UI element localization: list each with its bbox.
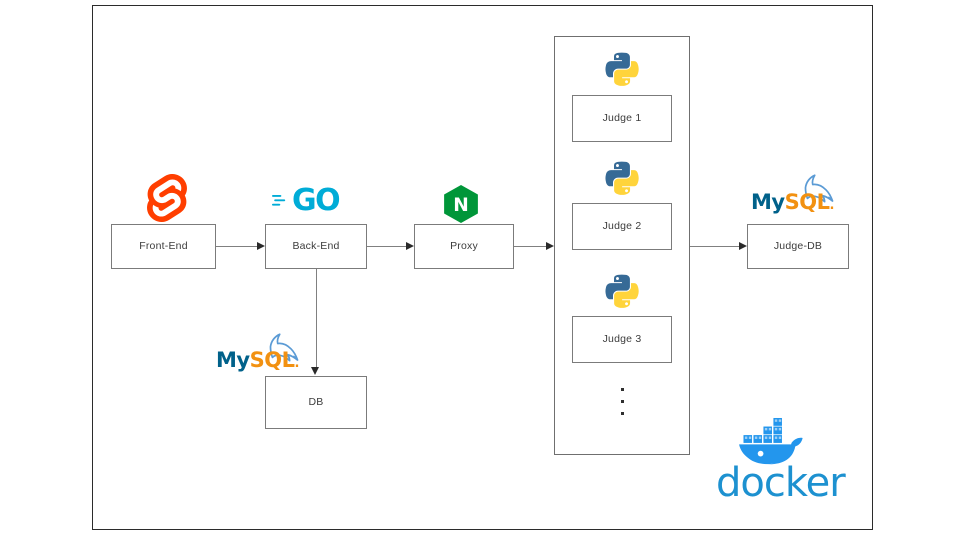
edge-backend-db-line (316, 269, 317, 367)
mysql-dolphin-icon (269, 333, 299, 362)
node-judge-1-label: Judge 1 (602, 112, 642, 125)
node-judge-3-label: Judge 3 (602, 333, 642, 346)
edge-judges-judgedb-arrowhead (739, 242, 747, 250)
mysql-dot-text: . (294, 356, 299, 371)
edge-frontend-backend-line (216, 246, 257, 247)
mysql-logo: MySQL. (751, 192, 834, 213)
edge-backend-proxy-line (367, 246, 406, 247)
nginx-logo: N (444, 185, 478, 223)
mysql-sql-text: SQL (784, 190, 830, 214)
mysql-sql-text: SQL (249, 348, 295, 372)
node-judge-1[interactable]: Judge 1 (572, 95, 672, 142)
svg-text:N: N (453, 195, 469, 216)
mysql-logo: MySQL. (216, 350, 299, 371)
node-db-label: DB (308, 396, 324, 409)
edge-backend-proxy-arrowhead (406, 242, 414, 250)
judge-ellipsis-icon (604, 388, 640, 415)
docker-logo: docker (716, 460, 846, 506)
node-proxy-label: Proxy (450, 240, 478, 253)
go-logo: GO (292, 183, 341, 218)
edge-judges-judgedb-line (690, 246, 739, 247)
node-proxy[interactable]: Proxy (414, 224, 514, 269)
node-db[interactable]: DB (265, 376, 367, 429)
mysql-my-text: My (216, 348, 250, 372)
node-judge-2-label: Judge 2 (602, 220, 642, 233)
edge-proxy-judges-line (514, 246, 546, 247)
node-back-end[interactable]: Back-End (265, 224, 367, 269)
edge-proxy-judges-arrowhead (546, 242, 554, 250)
node-front-end[interactable]: Front-End (111, 224, 216, 269)
node-judge-db-label: Judge-DB (773, 240, 823, 253)
python-logo (605, 274, 639, 308)
mysql-dot-text: . (829, 198, 834, 213)
svelte-logo (147, 174, 187, 222)
python-logo (605, 52, 639, 86)
node-judge-db[interactable]: Judge-DB (747, 224, 849, 269)
edge-backend-db-arrowhead (311, 367, 319, 375)
node-back-end-label: Back-End (292, 240, 340, 253)
go-speedlines-icon (272, 194, 286, 206)
edge-frontend-backend-arrowhead (257, 242, 265, 250)
docker-whale-icon (735, 417, 803, 465)
python-logo (605, 161, 639, 195)
node-judge-2[interactable]: Judge 2 (572, 203, 672, 250)
node-judge-3[interactable]: Judge 3 (572, 316, 672, 363)
mysql-my-text: My (751, 190, 785, 214)
mysql-dolphin-icon (804, 174, 834, 203)
node-front-end-label: Front-End (139, 240, 188, 253)
